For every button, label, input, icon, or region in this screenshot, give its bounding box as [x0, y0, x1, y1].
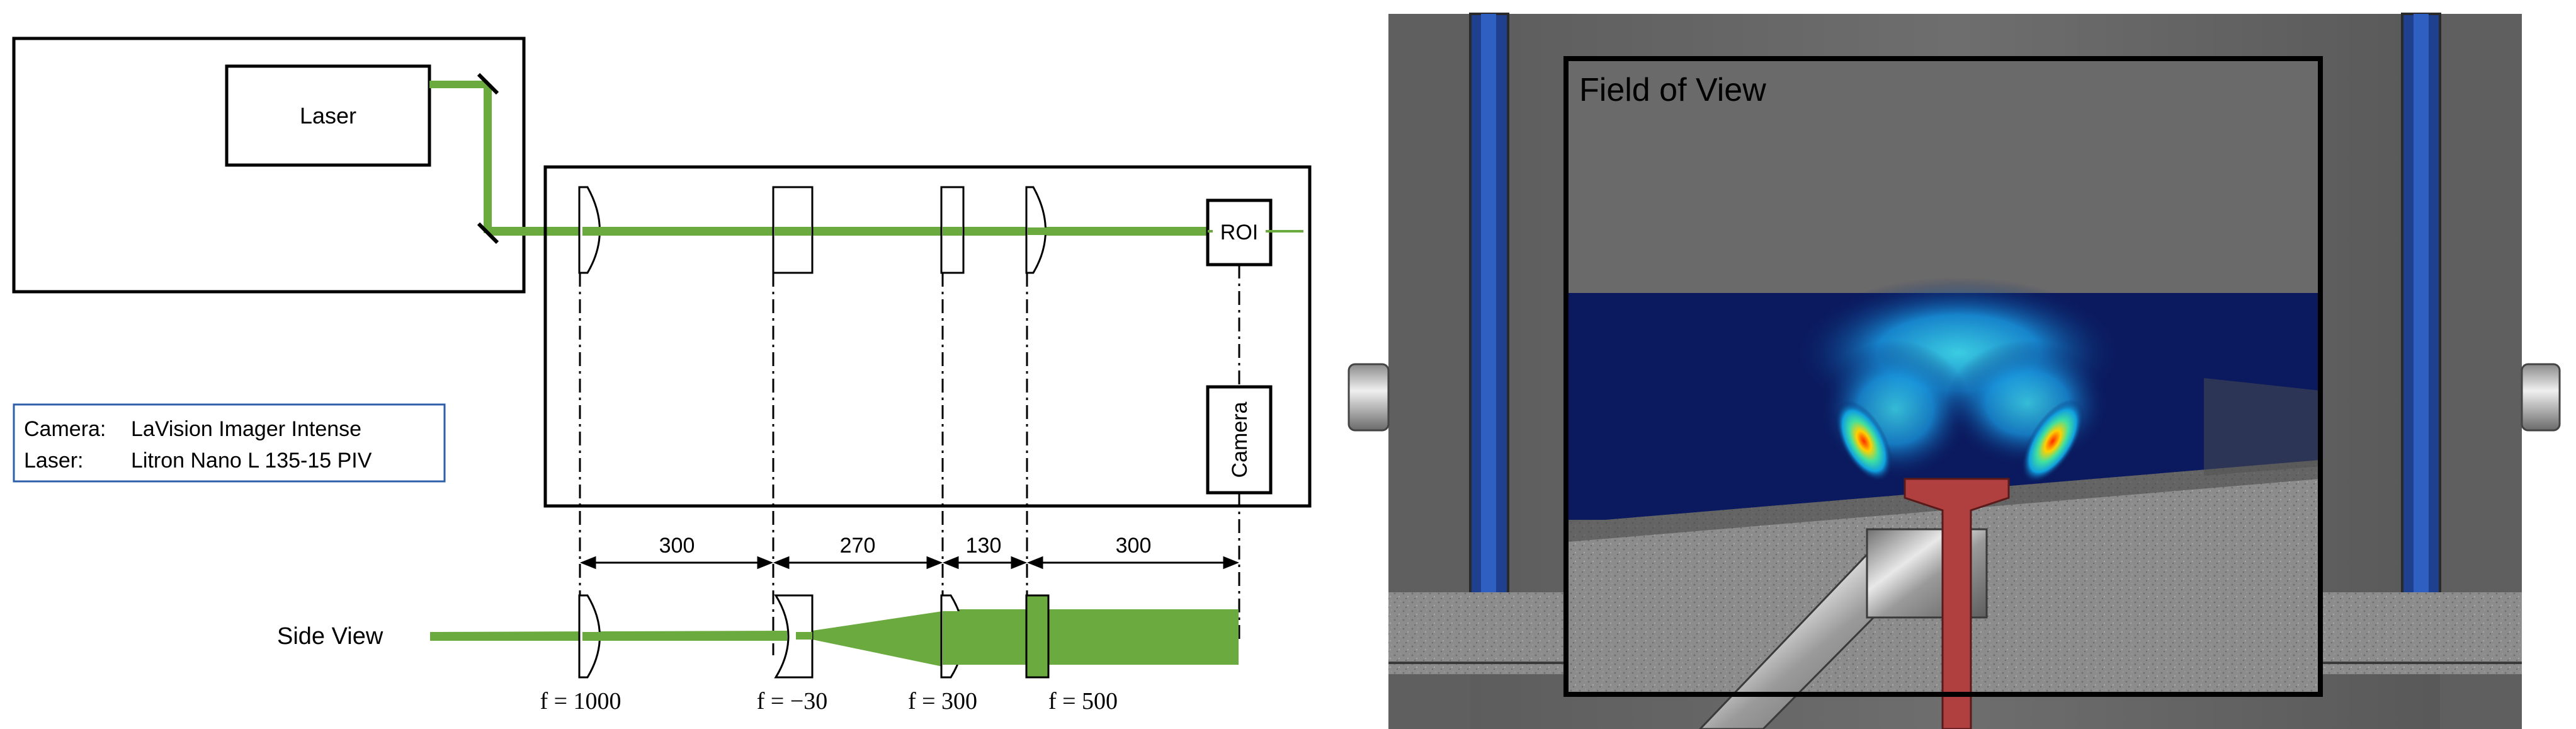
laser-label: Laser — [300, 103, 356, 129]
laser-enclosure — [12, 37, 526, 294]
distance-4: 300 — [1116, 534, 1152, 558]
side-view-label: Side View — [277, 623, 383, 650]
laser-key: Laser: — [24, 449, 84, 473]
dimension-lines — [579, 556, 1240, 570]
optical-setup-diagram: Laser ROI Camera — [12, 37, 1312, 715]
focal-length-2: f = −30 — [757, 688, 828, 715]
left-port-knob — [1348, 363, 1390, 432]
distance-3: 130 — [966, 534, 1002, 558]
chamber-rendering: Field of View — [1348, 13, 2561, 729]
laser-value: Litron Nano L 135-15 PIV — [131, 449, 372, 473]
field-of-view-frame — [1563, 56, 2323, 697]
focal-length-1: f = 1000 — [540, 688, 621, 715]
camera-value: LaVision Imager Intense — [131, 417, 361, 441]
field-of-view-label: Field of View — [1579, 72, 1766, 108]
optical-axes — [579, 265, 1240, 655]
camera-key: Camera: — [24, 417, 106, 441]
focal-length-4: f = 500 — [1048, 688, 1118, 715]
side-view-beam — [430, 609, 1239, 667]
right-port-knob — [2521, 363, 2561, 432]
injector-nozzle — [1904, 478, 2010, 729]
mirror-2 — [477, 222, 499, 244]
distance-1: 300 — [659, 534, 695, 558]
roi-label: ROI — [1220, 221, 1258, 244]
camera-label: Camera — [1228, 401, 1252, 478]
laser-box — [225, 64, 431, 167]
distance-2: 270 — [840, 534, 876, 558]
optics-enclosure — [543, 165, 1312, 508]
focal-length-3: f = 300 — [908, 688, 977, 715]
equipment-info-box: Camera: LaVision Imager Intense Laser: L… — [13, 403, 446, 483]
camera-box — [1206, 385, 1273, 495]
mirror-1 — [477, 72, 499, 95]
top-view-beam — [429, 72, 1303, 244]
lens-4-side — [1025, 594, 1050, 679]
lens-2-side — [774, 594, 814, 679]
